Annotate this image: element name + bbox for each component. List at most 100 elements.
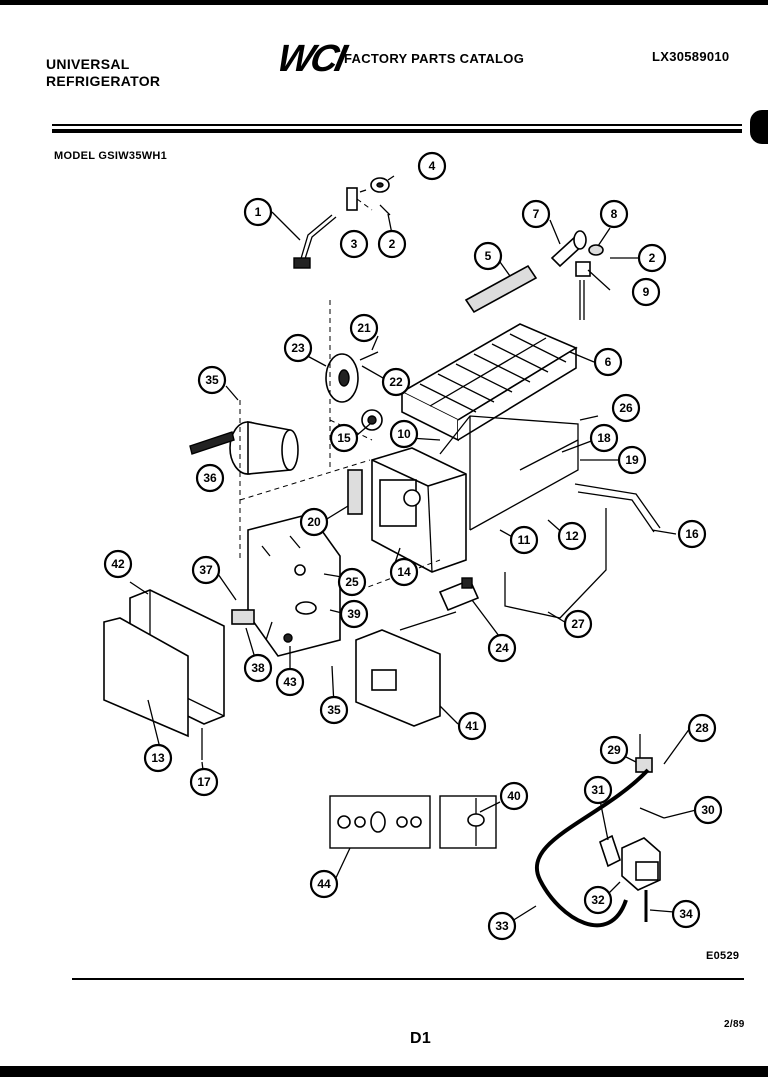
part-4-grommet bbox=[370, 177, 390, 193]
callout-44: 44 bbox=[309, 869, 339, 899]
callout-2a: 2 bbox=[377, 229, 407, 259]
svg-text:36: 36 bbox=[203, 471, 217, 485]
svg-text:4: 4 bbox=[429, 159, 436, 173]
callout-12: 12 bbox=[557, 521, 587, 551]
part-20-ejector bbox=[347, 469, 363, 515]
part-13-cover bbox=[103, 617, 189, 738]
callout-8: 8 bbox=[599, 199, 629, 229]
ice-maker-frame bbox=[439, 415, 579, 531]
callout-13: 13 bbox=[143, 743, 173, 773]
svg-text:7: 7 bbox=[533, 207, 540, 221]
svg-text:24: 24 bbox=[495, 641, 509, 655]
part-27-wire bbox=[504, 508, 607, 619]
callout-20: 20 bbox=[299, 507, 329, 537]
svg-text:38: 38 bbox=[251, 661, 265, 675]
part-3-bracket bbox=[346, 187, 373, 211]
callout-24: 24 bbox=[487, 633, 517, 663]
svg-text:8: 8 bbox=[611, 207, 618, 221]
part-36-motor bbox=[189, 421, 299, 475]
svg-text:21: 21 bbox=[357, 321, 371, 335]
company-name-line1: UNIVERSAL bbox=[46, 56, 130, 72]
svg-text:17: 17 bbox=[197, 775, 211, 789]
svg-text:35: 35 bbox=[327, 703, 341, 717]
svg-text:18: 18 bbox=[597, 431, 611, 445]
svg-text:20: 20 bbox=[307, 515, 321, 529]
callout-28: 28 bbox=[687, 713, 717, 743]
part-21-screw bbox=[359, 351, 379, 361]
part-40-clip-kit bbox=[439, 795, 497, 849]
svg-text:25: 25 bbox=[345, 575, 359, 589]
page-date: 2/89 bbox=[724, 1019, 745, 1030]
callout-19: 19 bbox=[617, 445, 647, 475]
svg-text:12: 12 bbox=[565, 529, 579, 543]
svg-text:16: 16 bbox=[685, 527, 699, 541]
callout-22: 22 bbox=[381, 367, 411, 397]
company-name-line2: REFRIGERATOR bbox=[46, 73, 161, 89]
diagram-code: E0529 bbox=[706, 950, 740, 962]
callout-14: 14 bbox=[389, 557, 419, 587]
callout-43: 43 bbox=[275, 667, 305, 697]
callout-23: 23 bbox=[283, 333, 313, 363]
callout-25: 25 bbox=[337, 567, 367, 597]
callout-35b: 35 bbox=[319, 695, 349, 725]
callout-41: 41 bbox=[457, 711, 487, 741]
svg-text:41: 41 bbox=[465, 719, 479, 733]
part-25-mounting-plate bbox=[247, 513, 341, 657]
svg-text:1: 1 bbox=[255, 205, 262, 219]
callout-16: 16 bbox=[677, 519, 707, 549]
callout-5: 5 bbox=[473, 241, 503, 271]
callout-31: 31 bbox=[583, 775, 613, 805]
svg-text:42: 42 bbox=[111, 557, 125, 571]
svg-text:43: 43 bbox=[283, 675, 297, 689]
callout-34: 34 bbox=[671, 899, 701, 929]
part-16-heater-wire bbox=[574, 483, 661, 533]
part-1-harness bbox=[293, 214, 337, 269]
callout-1: 1 bbox=[243, 197, 273, 227]
part-38-switch bbox=[231, 609, 273, 641]
svg-text:28: 28 bbox=[695, 721, 709, 735]
catalog-number: LX30589010 bbox=[652, 49, 730, 64]
header-rule-thin bbox=[52, 124, 742, 126]
part-9-clip bbox=[575, 261, 591, 320]
callout-10: 10 bbox=[389, 419, 419, 449]
callout-27: 27 bbox=[563, 609, 593, 639]
svg-text:30: 30 bbox=[701, 803, 715, 817]
callout-30: 30 bbox=[693, 795, 723, 825]
footer-rule bbox=[72, 978, 744, 980]
callout-36: 36 bbox=[195, 463, 225, 493]
callout-37: 37 bbox=[191, 555, 221, 585]
callout-35a: 35 bbox=[197, 365, 227, 395]
part-23-cam-gear bbox=[325, 353, 359, 403]
svg-text:44: 44 bbox=[317, 877, 331, 891]
svg-text:40: 40 bbox=[507, 789, 521, 803]
part-15-gear bbox=[361, 409, 383, 431]
callout-9: 9 bbox=[631, 277, 661, 307]
svg-text:5: 5 bbox=[485, 249, 492, 263]
svg-text:13: 13 bbox=[151, 751, 165, 765]
part-44-hardware-kit bbox=[329, 795, 431, 849]
model-label: MODEL GSIW35WH1 bbox=[54, 150, 168, 162]
bottom-edge-bar bbox=[0, 1066, 768, 1077]
part-14-housing bbox=[371, 447, 467, 573]
svg-text:39: 39 bbox=[347, 607, 361, 621]
callout-17: 17 bbox=[189, 767, 219, 797]
callout-18: 18 bbox=[589, 423, 619, 453]
svg-text:26: 26 bbox=[619, 401, 633, 415]
svg-text:37: 37 bbox=[199, 563, 213, 577]
svg-text:11: 11 bbox=[518, 533, 531, 547]
callout-2b: 2 bbox=[637, 243, 667, 273]
svg-text:2: 2 bbox=[389, 237, 396, 251]
callout-6: 6 bbox=[593, 347, 623, 377]
callout-4: 4 bbox=[417, 151, 447, 181]
part-41-control-board bbox=[355, 611, 457, 727]
page-number: D1 bbox=[410, 1030, 432, 1047]
callout-21: 21 bbox=[349, 313, 379, 343]
svg-text:23: 23 bbox=[291, 341, 305, 355]
part-24-switch bbox=[438, 577, 480, 612]
svg-text:22: 22 bbox=[389, 375, 403, 389]
page-tab-marker bbox=[750, 110, 768, 144]
callout-32: 32 bbox=[583, 885, 613, 915]
svg-text:33: 33 bbox=[495, 919, 509, 933]
assembly-guide-lines bbox=[239, 300, 441, 591]
